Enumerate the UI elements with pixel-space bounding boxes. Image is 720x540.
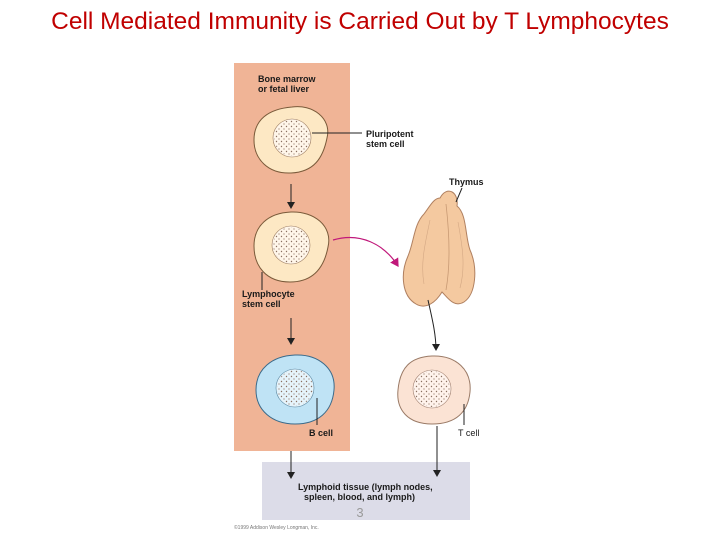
pluripotent-label-2: stem cell — [366, 139, 405, 149]
thymus-leader-line — [455, 187, 463, 203]
lymphoid-label-2: spleen, blood, and lymph) — [304, 492, 416, 502]
pluripotent-label-1: Pluripotent — [366, 129, 414, 139]
thymus-gland — [402, 190, 476, 307]
thymus-label: Thymus — [449, 177, 484, 187]
lymphoid-label-1: Lymphoid tissue (lymph nodes, — [298, 482, 433, 492]
copyright-text: ©1999 Addison Wesley Longman, Inc. — [234, 525, 319, 531]
slide-title: Cell Mediated Immunity is Carried Out by… — [51, 8, 669, 35]
pluripotent-stem-cell — [253, 106, 329, 174]
arrow-to-thymus — [332, 236, 399, 268]
arrow-thymus-to-t-cell — [427, 299, 440, 351]
lymphocyte-label-1: Lymphocyte — [242, 289, 295, 299]
bone-marrow-label-2: or fetal liver — [258, 84, 310, 94]
lymphocyte-label-2: stem cell — [242, 299, 281, 309]
lymphocyte-stem-cell — [253, 211, 330, 283]
page-number: 3 — [356, 505, 364, 520]
b-cell-label: B cell — [309, 428, 334, 438]
t-cell — [397, 355, 471, 425]
bone-marrow-label-1: Bone marrow — [258, 74, 316, 84]
b-cell — [255, 354, 335, 425]
t-cell-label: T cell — [458, 428, 480, 438]
